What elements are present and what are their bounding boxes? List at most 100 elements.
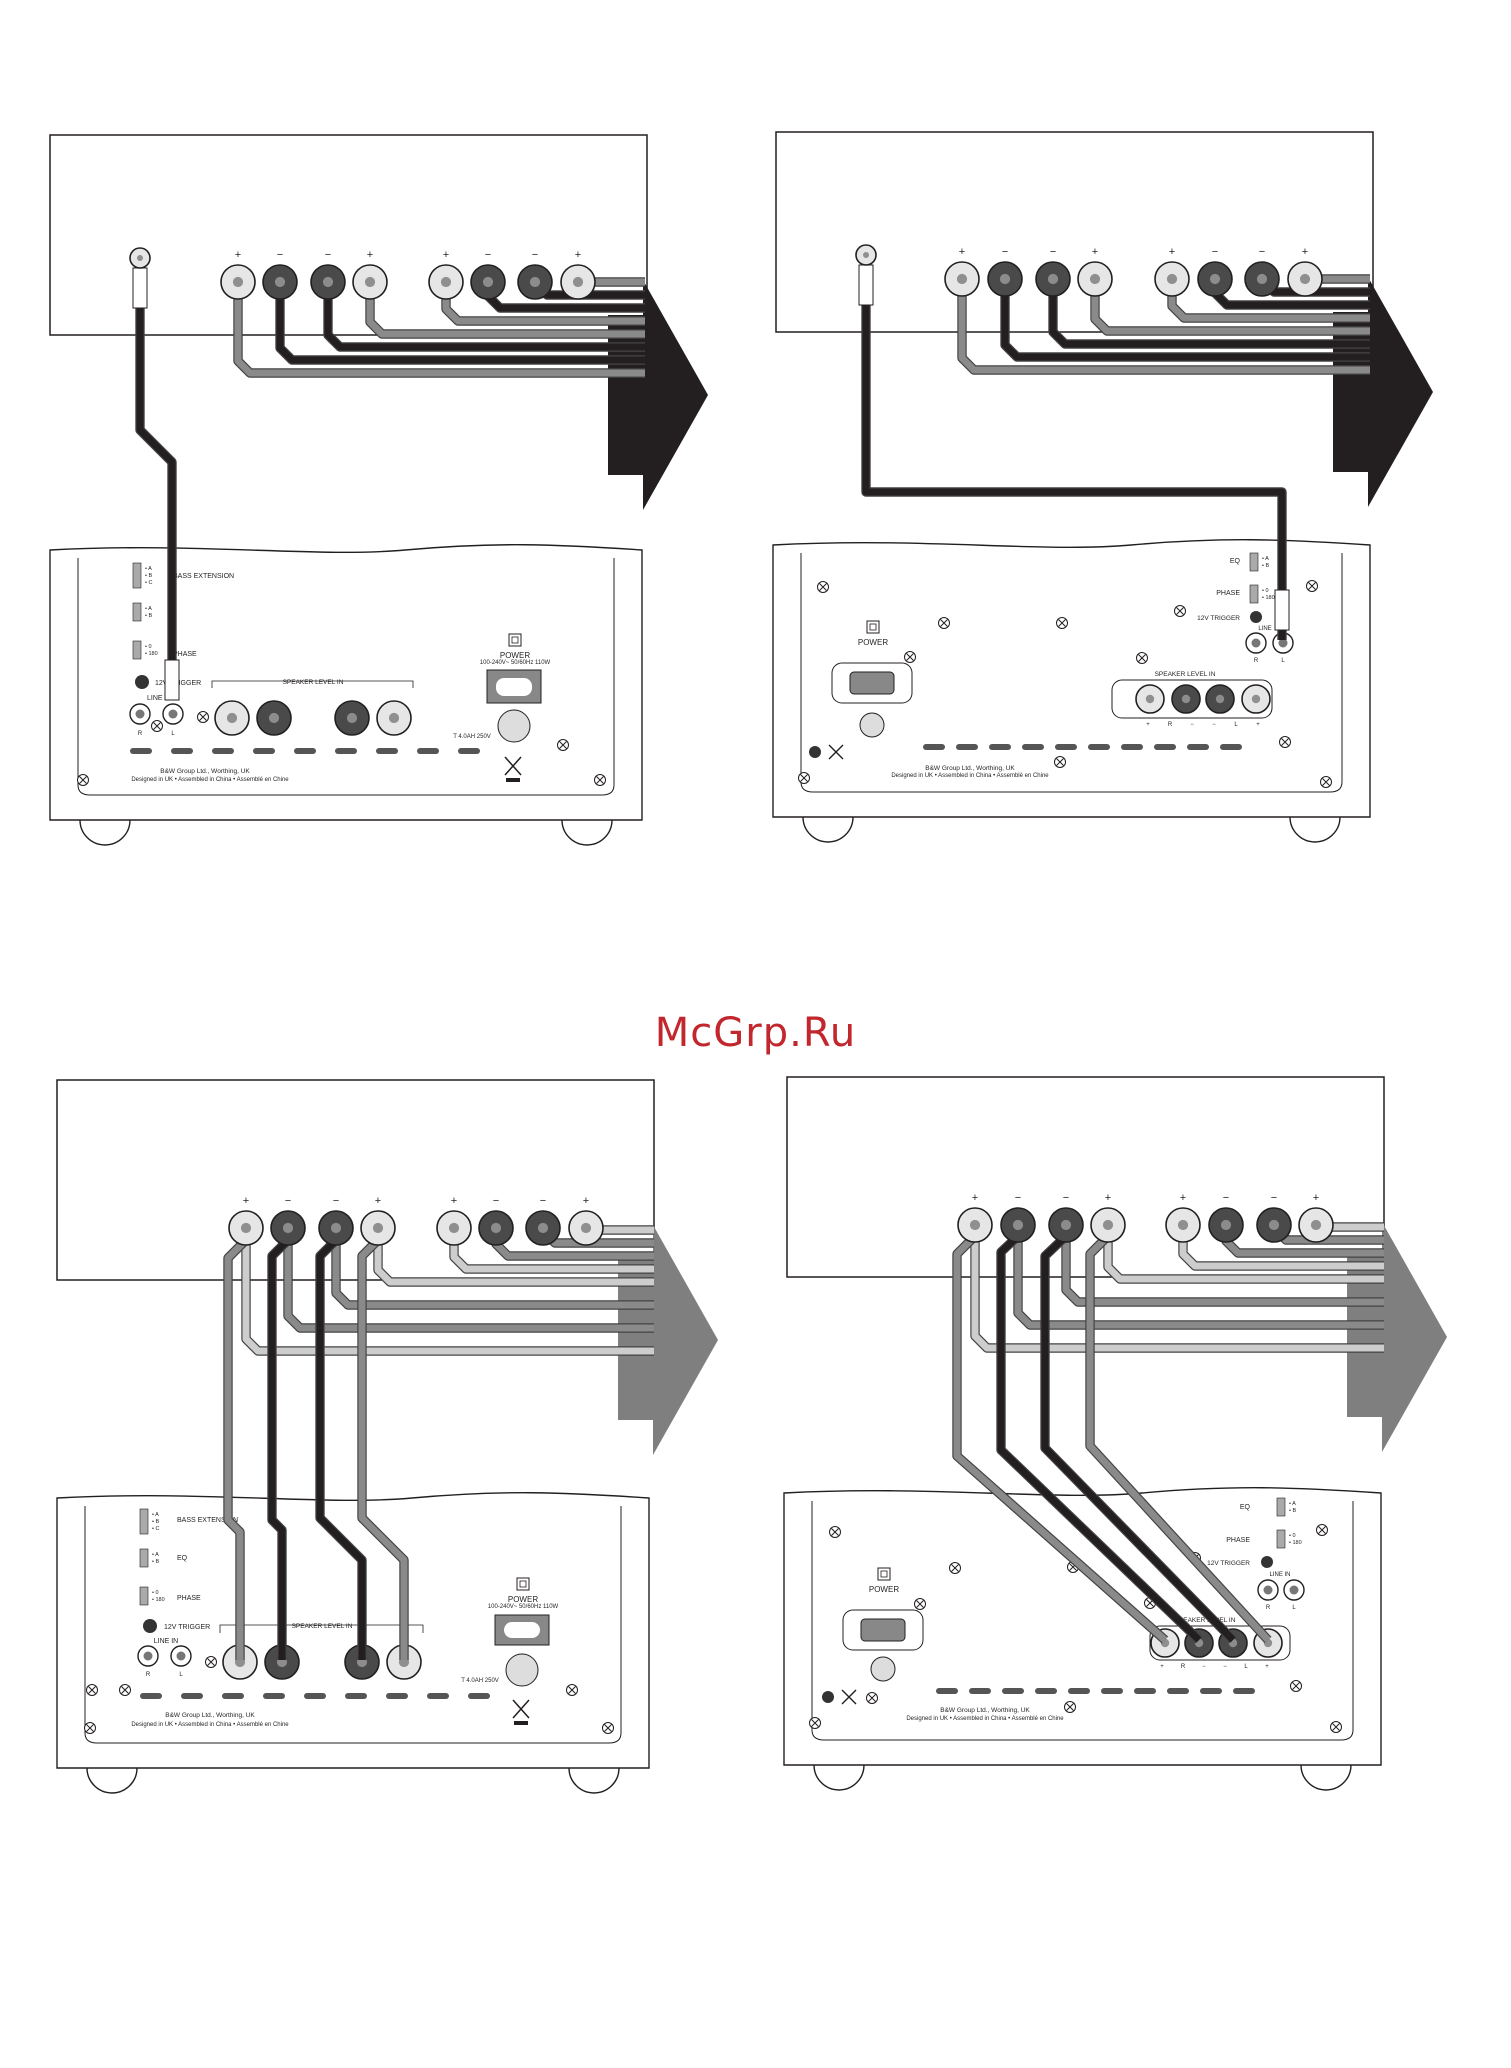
chassis-screw-cross (596, 776, 604, 784)
vent-slot (212, 748, 234, 754)
designed-label: Designed in UK • Assembled in China • As… (131, 1722, 289, 1728)
vent-slot (936, 1688, 958, 1694)
bass-extension-switch-mark: • C (145, 580, 152, 586)
amp-terminals-3-terminal-center (282, 1222, 294, 1234)
eq-switch-mark: • A (145, 606, 152, 612)
speaker-input-terminal-center (1181, 694, 1191, 704)
vent-slot (956, 744, 978, 750)
rca-r-pin (143, 1651, 153, 1661)
sub-signal-wire (136, 270, 176, 700)
speaker-input-terminal-center (346, 712, 358, 724)
subwoofer-chassis-1-outline (49, 544, 643, 821)
rca-l-pin (176, 1651, 186, 1661)
chassis-screw-cross (568, 1686, 576, 1694)
amp-terminals-2-terminal-center (1256, 273, 1268, 285)
rca-plug-bottom (1274, 589, 1290, 631)
fuse-holder (505, 1653, 539, 1687)
bass-extension-switch (132, 562, 142, 589)
company-label: B&W Group Ltd., Worthing, UK (925, 765, 1015, 772)
weee-icon (828, 744, 844, 760)
amp-terminals-1-polarity: + (443, 249, 449, 261)
vent-slot (1154, 744, 1176, 750)
amp-terminals-4-polarity: + (972, 1192, 978, 1204)
sub-wire-r-minus (268, 1237, 291, 1660)
chassis-screw-cross (559, 741, 567, 749)
chassis-screw-cross (121, 1686, 129, 1694)
phase-switch-mark: • 180 (152, 1597, 165, 1603)
subwoofer-chassis-4-panel (811, 1501, 1354, 1741)
speaker-wire (1001, 282, 1370, 361)
vent-slot (171, 748, 193, 754)
phase-switch-mark: • 180 (1289, 1540, 1302, 1546)
company-label: B&W Group Ltd., Worthing, UK (165, 1712, 255, 1719)
phase-switch-mark: • 0 (145, 644, 152, 650)
speaker-mark: L (1244, 1664, 1248, 1670)
vent-slot (1200, 1688, 1222, 1694)
speaker-wire (1049, 282, 1370, 348)
phase-label: PHASE (177, 1595, 201, 1602)
power-button (866, 620, 880, 634)
phase-switch (1276, 1529, 1286, 1549)
subwoofer-chassis-1-foot-right (561, 819, 613, 846)
amp-terminals-3-terminal-center (537, 1222, 549, 1234)
amp-terminals-4-polarity: − (1015, 1192, 1021, 1204)
line-in-label: LINE IN (154, 1638, 179, 1645)
subwoofer-chassis-2-panel (800, 553, 1343, 793)
rca-l-label: L (1281, 658, 1285, 664)
speaker-wire (284, 1228, 654, 1332)
bass-extension-switch-mark: • B (152, 1519, 159, 1525)
amp-terminals-4-terminal-center (1310, 1219, 1322, 1231)
speaker-input-terminal-center (1215, 694, 1225, 704)
amp-terminals-4-terminal-center (1177, 1219, 1189, 1231)
weee-icon (504, 756, 522, 776)
amp-terminals-2-polarity: − (1002, 246, 1008, 258)
speaker-mark: + (1265, 1664, 1269, 1670)
amp-terminals-3-terminal-center (490, 1222, 502, 1234)
amp-terminals-2-terminal-center (1209, 273, 1221, 285)
amp-terminals-2-polarity: − (1212, 246, 1218, 258)
amp-terminals-2-polarity: + (1302, 246, 1308, 258)
speaker-mark: R (1181, 1664, 1186, 1670)
sub-wire-l-minus (316, 1237, 366, 1660)
eq-switch-mark: • B (1289, 1508, 1296, 1514)
eq-switch (132, 602, 142, 622)
amp-terminals-1-polarity: + (367, 249, 373, 261)
vent-slot (427, 1693, 449, 1699)
chassis-screw-cross (940, 619, 948, 627)
eq-switch (139, 1548, 149, 1568)
eq-switch-mark: • B (145, 613, 152, 619)
speaker-wire (332, 1228, 654, 1309)
trigger-label: 12V TRIGGER (1197, 615, 1240, 622)
vent-slot (386, 1693, 408, 1699)
rca-plug-bottom (164, 659, 180, 701)
rca-r-label: R (1266, 1605, 1271, 1611)
amp-terminals-4-terminal-center (1220, 1219, 1232, 1231)
amp-terminals-2-terminal-center (956, 273, 968, 285)
amp-terminals-3-polarity: + (243, 1195, 249, 1207)
speaker-wire (1091, 282, 1370, 335)
amp-terminals-2-terminal-center (999, 273, 1011, 285)
speaker-wire (374, 1228, 654, 1286)
speaker-mark: + (1146, 722, 1150, 728)
eq-label: EQ (1240, 1504, 1251, 1511)
chassis-screw-cross (79, 776, 87, 784)
amp-terminals-3-polarity: − (285, 1195, 291, 1207)
speaker-mark: + (1256, 722, 1260, 728)
ground-icon (809, 746, 821, 758)
vent-slot (304, 1693, 326, 1699)
chassis-screw-cross (1066, 1703, 1074, 1711)
rca-r-pin (1263, 1585, 1273, 1595)
amp-terminals-3-polarity: + (451, 1195, 457, 1207)
vent-slot (1167, 1688, 1189, 1694)
speaker-mark: − (1223, 1664, 1227, 1670)
amp-terminals-2-polarity: + (1169, 246, 1175, 258)
chassis-screw-cross (868, 1694, 876, 1702)
sub-wire-r-minus (997, 1233, 1202, 1643)
speaker-wire (1104, 1225, 1384, 1283)
subwoofer-chassis-1-foot-left (79, 819, 131, 846)
amp-terminals-1-terminal-center (529, 276, 541, 288)
chassis-screw-cross (207, 1658, 215, 1666)
vent-slot (989, 744, 1011, 750)
